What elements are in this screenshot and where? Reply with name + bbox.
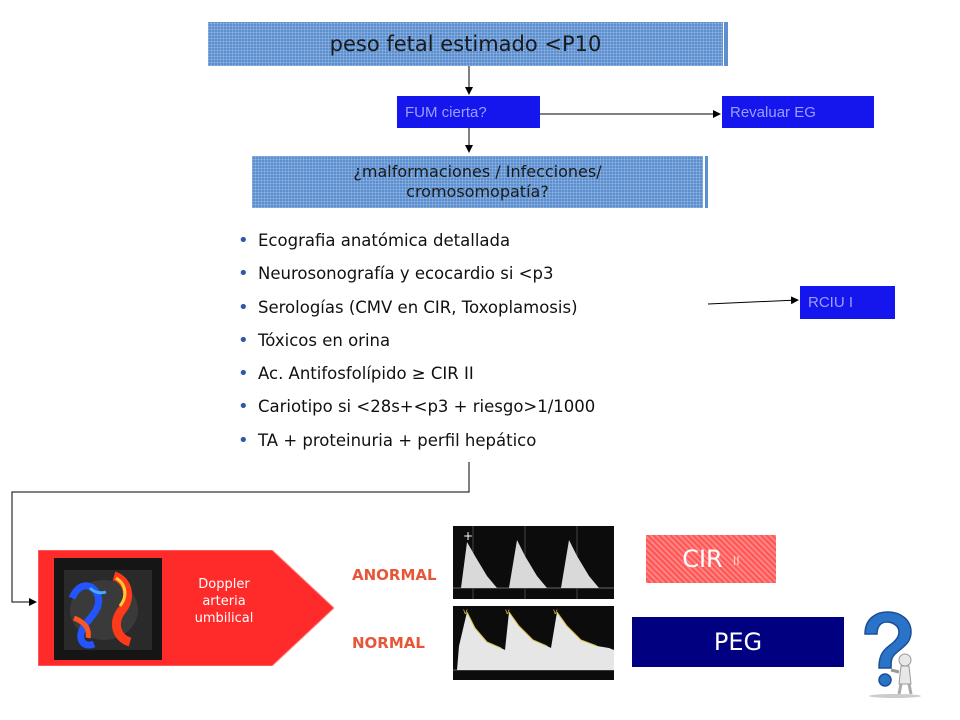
peg-text: PEG bbox=[713, 628, 763, 656]
doppler-label: Doppler arteria umbilical bbox=[182, 576, 266, 627]
abnormal-waveform-image: + bbox=[453, 526, 614, 599]
title-banner-edge bbox=[724, 22, 728, 66]
workup-item: Serologías (CMV en CIR, Toxoplamosis) bbox=[232, 291, 595, 324]
workup-item: TA + proteinuria + perfil hepático bbox=[232, 424, 595, 457]
svg-text:v: v bbox=[553, 607, 558, 616]
doppler-line-2: arteria bbox=[202, 594, 246, 609]
question-banner: ¿malformaciones / Infecciones/ cromosomo… bbox=[252, 156, 703, 208]
title-banner: peso fetal estimado <P10 bbox=[208, 22, 723, 66]
normal-waveform-image: v v v bbox=[453, 606, 614, 680]
revaluar-text: Revaluar EG bbox=[730, 103, 816, 121]
title-banner-text: peso fetal estimado <P10 bbox=[329, 32, 602, 56]
workup-item: Ac. Antifosfolípido ≥ CIR II bbox=[232, 357, 595, 390]
question-line-1: ¿malformaciones / Infecciones/ bbox=[353, 162, 602, 181]
cir-grade: II bbox=[732, 554, 740, 568]
svg-text:v: v bbox=[505, 607, 510, 616]
arrow-bullets-to-doppler bbox=[11, 462, 470, 606]
arrow-serologias-to-rciu bbox=[707, 296, 799, 305]
revaluar-box: Revaluar EG bbox=[722, 96, 874, 128]
fum-box: FUM cierta? bbox=[397, 96, 540, 128]
workup-item: Cariotipo si <28s+<p3 + riesgo>1/1000 bbox=[232, 390, 595, 423]
cir-box: CIR II bbox=[646, 535, 776, 583]
peg-box: PEG bbox=[632, 617, 844, 667]
doppler-line-3: umbilical bbox=[194, 611, 254, 626]
workup-list: Ecografia anatómica detallada Neurosonog… bbox=[232, 224, 595, 457]
fum-text: FUM cierta? bbox=[405, 103, 487, 121]
doppler-ultrasound-image bbox=[54, 558, 162, 660]
rciu-box: RCIU I bbox=[800, 286, 895, 319]
question-line-2: cromosomopatía? bbox=[406, 182, 549, 201]
workup-item: Neurosonografía y ecocardio si <p3 bbox=[232, 257, 595, 290]
svg-text:v: v bbox=[463, 607, 468, 616]
anormal-label: ANORMAL bbox=[352, 566, 437, 584]
workup-item: Ecografia anatómica detallada bbox=[232, 224, 595, 257]
doppler-line-1: Doppler bbox=[198, 577, 250, 592]
question-mark-figure-icon bbox=[864, 611, 921, 698]
normal-label: NORMAL bbox=[352, 634, 425, 652]
svg-text:+: + bbox=[463, 529, 473, 543]
rciu-text: RCIU I bbox=[808, 294, 853, 311]
question-banner-edge bbox=[705, 156, 708, 208]
cir-text: CIR bbox=[682, 545, 723, 573]
workup-item: Tóxicos en orina bbox=[232, 324, 595, 357]
